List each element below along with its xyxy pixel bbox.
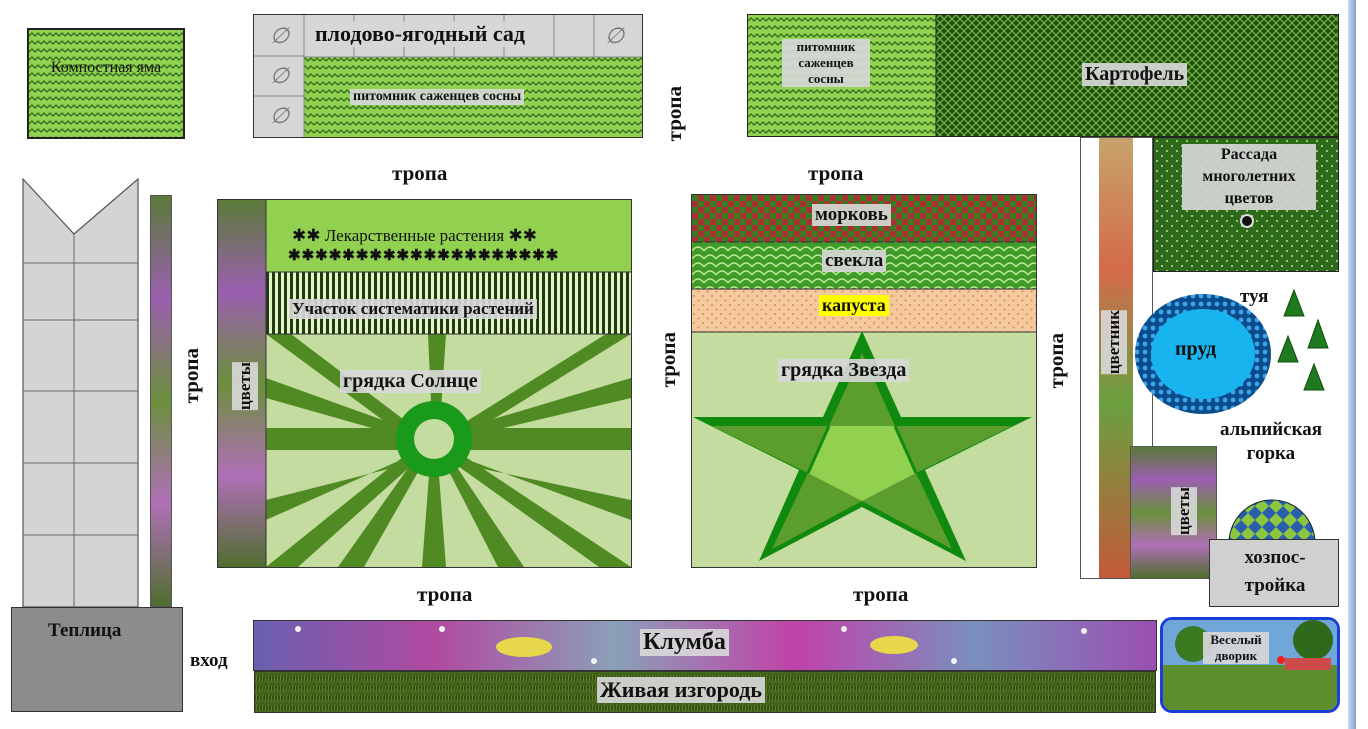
beet-label: свекла <box>822 250 887 272</box>
compost-pit-label: Компостная яма <box>50 59 162 76</box>
medicinal-label: ✱✱ Лекарственные растения ✱✱ <box>292 226 537 245</box>
entrance-label: вход <box>190 650 228 671</box>
seedlings-label: Рассада многолетних цветов <box>1182 144 1316 210</box>
utility-label: хозпос-тройка <box>1244 547 1306 596</box>
flowerbed-label: Клумба <box>640 629 729 656</box>
star-icon: ✱✱ <box>292 226 321 245</box>
flower-strip-left <box>150 195 172 607</box>
alpine-label: альпийская горка <box>1219 419 1323 464</box>
thuja-label: туя <box>1240 286 1269 307</box>
flowers-right-label: цветы <box>1171 487 1197 536</box>
star-bed-label: грядка Звезда <box>778 359 910 382</box>
path-bottom-right: тропа <box>853 582 909 606</box>
medicinal-stars: ✱✱✱✱✱✱✱✱✱✱✱✱✱✱✱✱✱✱✱✱ <box>288 248 560 264</box>
flower-bed-right: цветы <box>1130 446 1217 579</box>
star-bed-block: морковь свекла капуста грядка Звезда <box>691 194 1037 568</box>
leaf-icon: ∅ <box>270 23 290 48</box>
potato-block: питомник саженцев сосны Картофель <box>747 14 1339 137</box>
path-bottom-left: тропа <box>417 582 473 606</box>
cabbage-label: капуста <box>819 295 889 316</box>
fun-yard-label: Веселый дворик <box>1203 632 1269 664</box>
carrot-label: морковь <box>812 204 891 226</box>
path-top-left: тропа <box>392 161 448 185</box>
leaf-icon: ∅ <box>605 23 625 48</box>
seedlings-block: Рассада многолетних цветов <box>1153 137 1339 272</box>
alpine-hill <box>1228 499 1316 544</box>
orchard-label: плодово-ягодный сад <box>312 21 529 47</box>
leaf-icon: ∅ <box>270 103 290 128</box>
path-vertical-top: тропа <box>662 86 686 142</box>
path-top-right: тропа <box>808 161 864 185</box>
orchard-block: ∅ ∅ ∅ ∅ плодово-ягодный сад питомник саж… <box>253 14 643 138</box>
flower-dot-icon <box>1240 214 1254 228</box>
flowerbed: Клумба <box>253 620 1157 671</box>
tree-icon <box>1307 318 1329 349</box>
path-vertical-middle: тропа <box>656 332 680 388</box>
greenhouse-label: Теплица <box>48 620 122 641</box>
greenhouse: Теплица <box>11 607 183 712</box>
star-icon: ✱✱ <box>508 226 537 245</box>
path-vertical-right: тропа <box>1044 333 1068 389</box>
tree-icon <box>1283 288 1305 317</box>
pine-nursery-right-label: питомник саженцев сосны <box>782 39 870 87</box>
tree-icon <box>1303 362 1325 391</box>
tree-icon <box>1277 334 1299 363</box>
potato-label: Картофель <box>1082 63 1188 86</box>
thuja-trees <box>1277 288 1329 391</box>
flower-garden-label: цветник <box>1101 310 1127 375</box>
pond-label: пруд <box>1175 338 1217 360</box>
sun-bed-block: ✱✱ Лекарственные растения ✱✱ ✱✱✱✱✱✱✱✱✱✱✱… <box>217 199 632 568</box>
flowers-left-label: цветы <box>232 362 258 411</box>
pine-nursery-left-label: питомник саженцев сосны <box>350 89 525 105</box>
utility-building: хозпос-тройка <box>1209 539 1339 607</box>
leaf-icon: ∅ <box>270 63 290 88</box>
systematics-label: Участок систематики растений <box>289 299 537 319</box>
window-edge <box>1348 0 1356 729</box>
pond: пруд <box>1133 292 1273 416</box>
sun-bed-label: грядка Солнце <box>340 370 481 393</box>
greenhouse-column <box>22 178 140 608</box>
path-vertical-left: тропа <box>179 348 203 404</box>
hedge-label: Живая изгородь <box>597 677 766 703</box>
compost-pit: Компостная яма <box>27 28 185 139</box>
fun-yard: Веселый дворик <box>1160 617 1340 713</box>
hedge: Живая изгородь <box>254 671 1156 713</box>
